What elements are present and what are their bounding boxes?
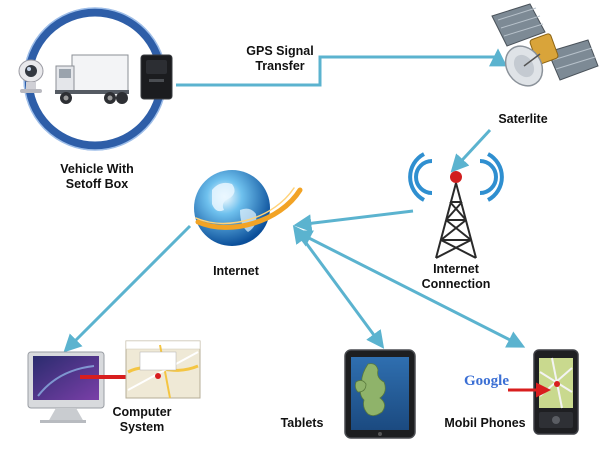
tablet-icon <box>344 349 416 439</box>
internet-to-tablet-arrow <box>292 225 385 349</box>
internet-connection-label: Internet Connection <box>421 262 491 291</box>
vehicle-group <box>18 7 173 151</box>
vehicle-label: Vehicle With Setoff Box <box>60 162 134 191</box>
map-screenshot-icon <box>125 340 201 399</box>
mobile-phone-icon <box>533 349 579 435</box>
satellite-label: Saterlite <box>498 112 548 126</box>
mobile-phones-label: Mobil Phones <box>444 416 526 430</box>
gps-signal-label: GPS Signal Transfer <box>246 44 314 73</box>
imac-computer-icon <box>27 351 105 423</box>
internet-to-phone-arrow <box>293 230 526 348</box>
gps-signal-arrow <box>176 48 507 87</box>
truck-icon <box>55 54 129 104</box>
computer-system-label: Computer System <box>112 405 172 434</box>
internet-to-computer-arrow <box>63 224 192 353</box>
internet-label: Internet <box>213 264 259 278</box>
tablets-label: Tablets <box>280 416 324 430</box>
antenna-tower-icon <box>408 152 504 259</box>
globe-icon <box>194 170 303 246</box>
tower-to-internet-arrow <box>293 209 414 233</box>
gps-tracker-box-icon <box>140 54 173 100</box>
google-logo: Google <box>464 373 509 389</box>
satellite-icon <box>491 3 599 87</box>
webcam-icon <box>18 59 44 93</box>
satellite-to-tower-arrow <box>450 128 492 173</box>
